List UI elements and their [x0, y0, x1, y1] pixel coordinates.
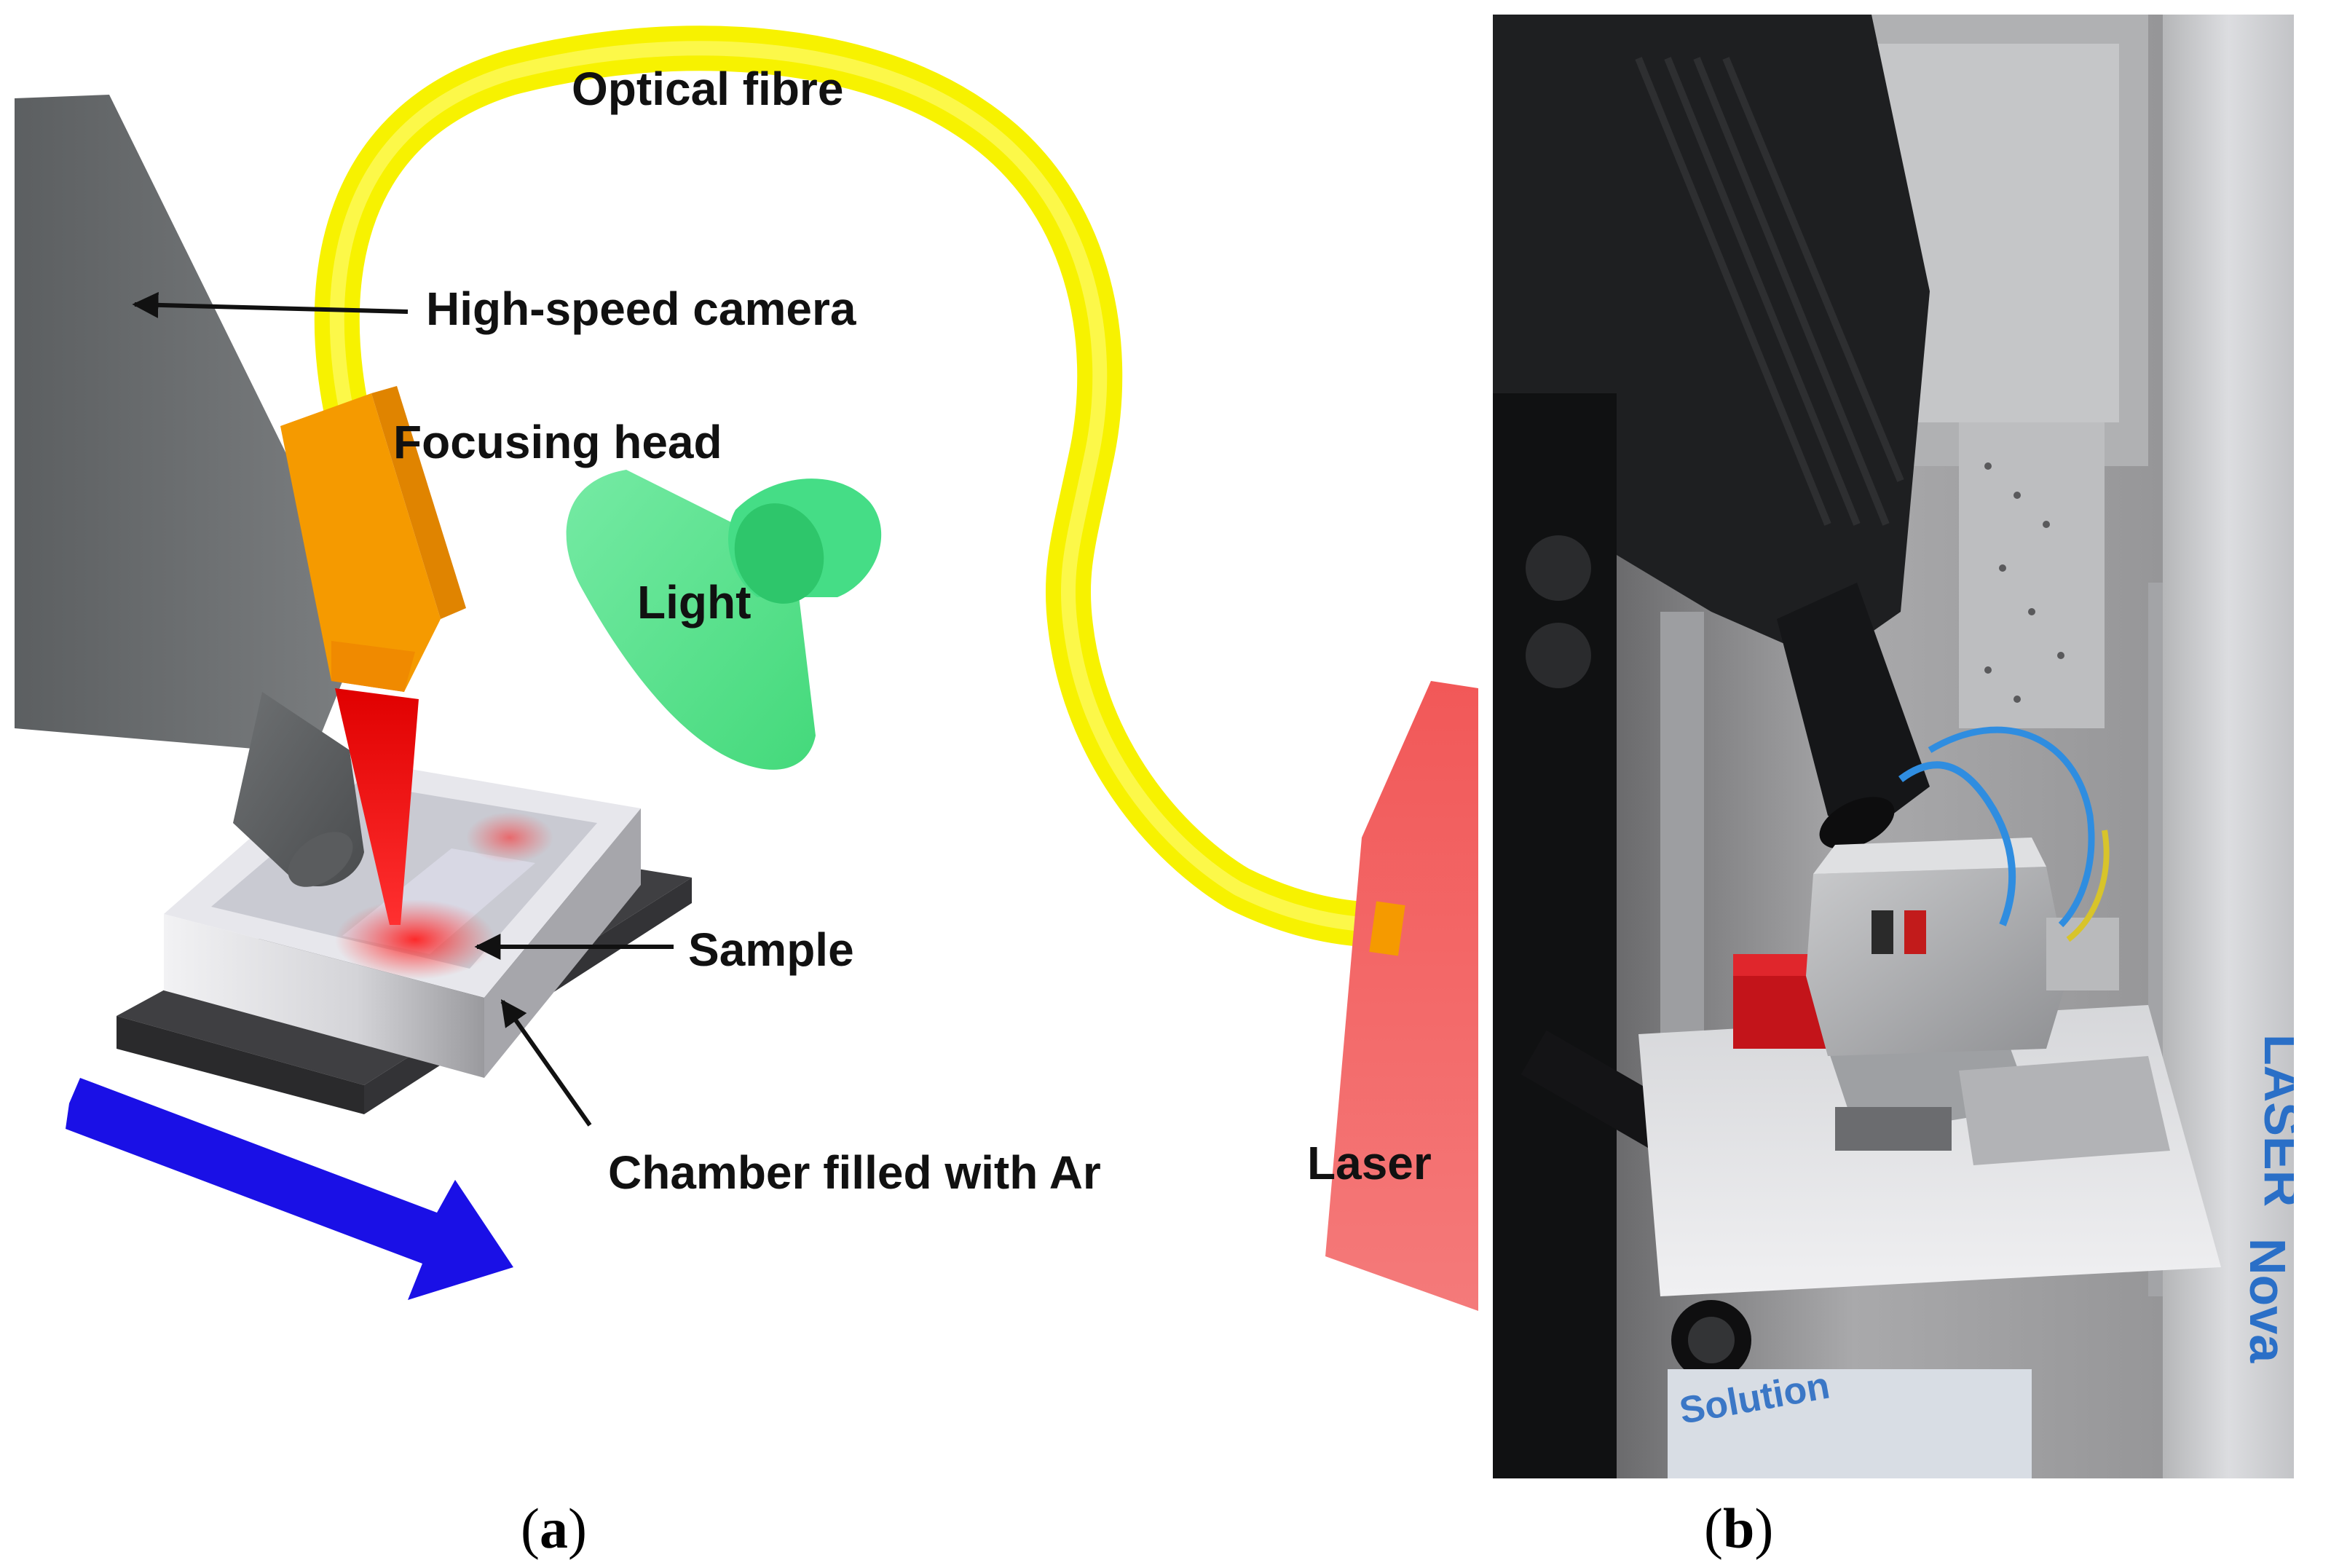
schematic-diagram	[15, 25, 1478, 1311]
photo-brand-text: LASER	[2254, 1034, 2294, 1207]
laser-beam	[335, 688, 419, 925]
caption-b: (b)	[1704, 1497, 1774, 1560]
label-optical-fibre: Optical fibre	[572, 63, 844, 115]
high-speed-camera	[15, 95, 368, 754]
label-light: Light	[637, 576, 752, 629]
label-focusing-head: Focusing head	[393, 416, 722, 468]
leader-chamber	[500, 999, 592, 1127]
label-laser: Laser	[1307, 1137, 1432, 1189]
caption-a: (a)	[521, 1497, 587, 1560]
label-chamber: Chamber filled with Ar	[608, 1146, 1101, 1199]
photo-brand-text-2: Nova	[2239, 1238, 2294, 1363]
experimental-setup-photo: LASER Nova Solution	[1493, 15, 2294, 1478]
leader-camera	[132, 291, 409, 318]
scan-direction-arrow	[66, 1078, 513, 1300]
label-sample: Sample	[688, 923, 854, 976]
laser-source	[1325, 681, 1478, 1311]
label-high-speed-camera: High-speed camera	[426, 283, 856, 335]
focusing-head	[280, 393, 441, 692]
